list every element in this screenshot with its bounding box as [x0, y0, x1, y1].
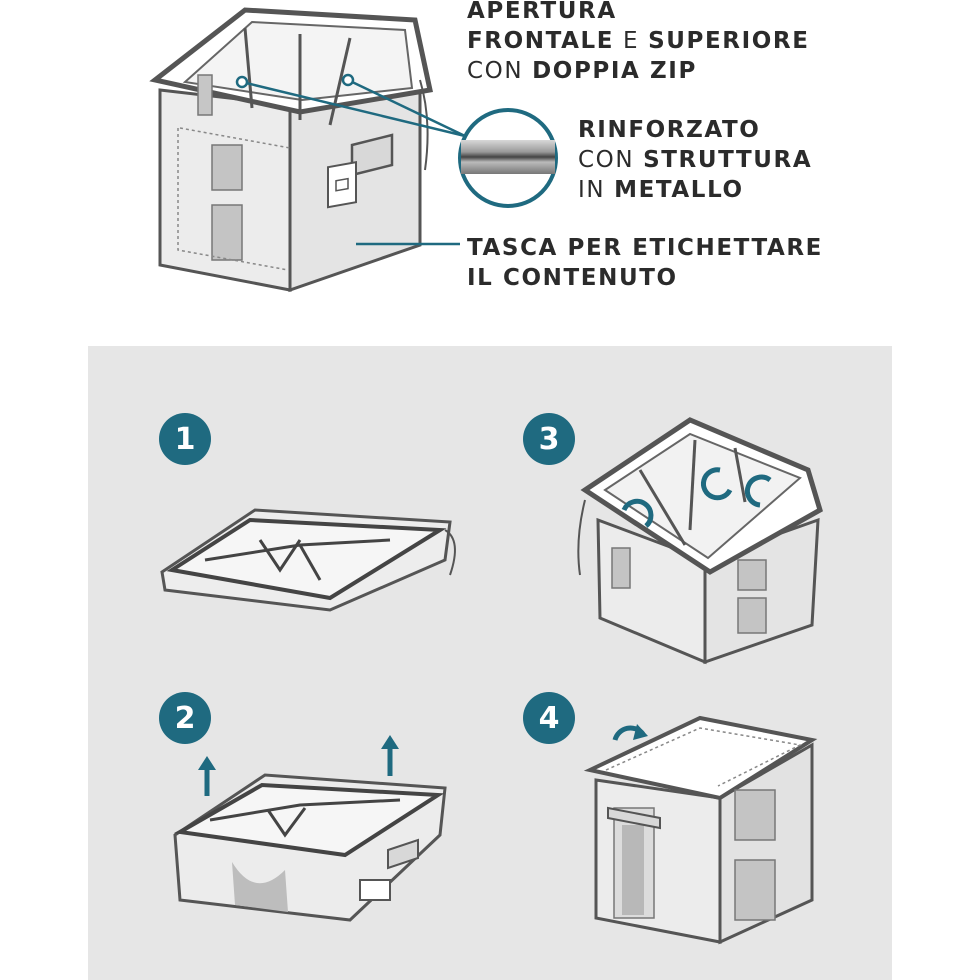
feature-label-pocket: TASCA PER ETICHETTARE IL CONTENUTO [467, 235, 823, 291]
step-2-badge: 2 [159, 692, 211, 744]
step-3-badge: 3 [523, 413, 575, 465]
feature-zip-opening: APERTURA FRONTALE E SUPERIORE CON DOPPIA… [467, 0, 810, 84]
step-1-badge: 1 [159, 413, 211, 465]
step-4-illustration [583, 715, 818, 945]
storage-box-illustration [149, 7, 558, 293]
step-4-badge: 4 [523, 692, 575, 744]
step-2-illustration [173, 735, 447, 922]
step-1-illustration [160, 508, 456, 612]
feature-metal-frame: RINFORZATO CON STRUTTURA IN METALLO [578, 117, 813, 203]
step-3-illustration [577, 417, 823, 665]
